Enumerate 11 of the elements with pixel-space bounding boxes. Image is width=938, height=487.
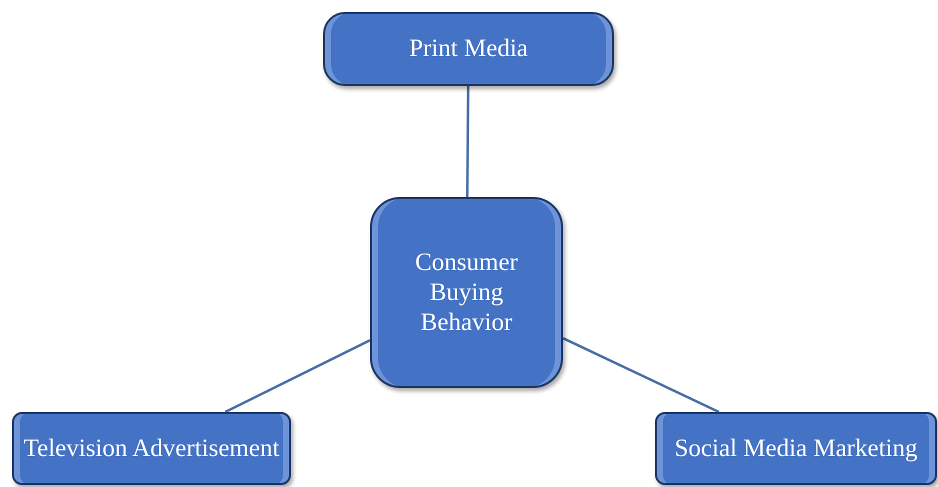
node-label: Television Advertisement [24,434,280,464]
node-label: Print Media [409,34,528,64]
connector-line [224,339,371,414]
rounded-box [655,412,937,485]
rounded-box [370,197,563,388]
rounded-box [12,412,291,485]
node-label: Social Media Marketing [674,434,918,464]
connector-line [562,337,720,414]
connector-line [466,86,470,197]
rounded-box [323,12,614,86]
node-label: Consumer Buying Behavior [414,248,519,338]
